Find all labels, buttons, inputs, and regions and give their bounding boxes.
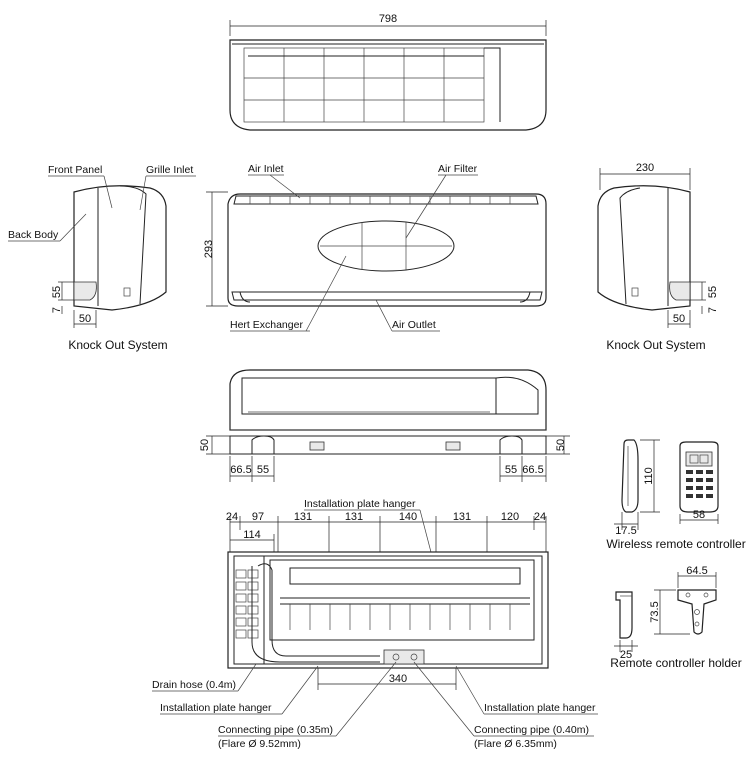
remote-height-dim: 110 (643, 467, 655, 485)
right-dim-50: 50 (673, 313, 685, 325)
label-grille-inlet: Grille Inlet (146, 164, 193, 176)
holder-height-dim: 73.5 (649, 601, 661, 622)
remote-caption: Wireless remote controller (606, 537, 745, 551)
rear-dim-340: 340 (389, 673, 407, 685)
rear-view: 24 97 131 131 140 131 120 24 114 Install… (152, 498, 598, 750)
right-side-view: 230 55 7 50 Knock Out System (597, 162, 719, 352)
label-air-inlet: Air Inlet (248, 163, 284, 175)
right-dim-55: 55 (707, 286, 719, 298)
right-caption: Knock Out System (606, 338, 705, 352)
label-hanger-left: Installation plate hanger (160, 702, 272, 714)
holder-width-dim: 64.5 (686, 565, 707, 577)
bottom-dim-55-right: 55 (505, 464, 517, 476)
label-pipe-left: Connecting pipe (0.35m) (218, 724, 333, 736)
rear-top-dim-chain: 24 97 131 131 140 131 120 24 114 (226, 511, 547, 552)
rear-dim-140: 140 (399, 511, 417, 523)
rear-dim-114: 114 (243, 529, 261, 541)
rear-dim-131-a: 131 (294, 511, 312, 523)
wireless-remote-view: 110 17.5 58 Wireless remote controller (606, 439, 746, 551)
label-pipe-right: Connecting pipe (0.40m) (474, 724, 589, 736)
holder-caption: Remote controller holder (610, 656, 741, 670)
label-heat-exchanger: Hert Exchanger (230, 319, 303, 331)
label-flare-right: (Flare Ø 6.35mm) (474, 738, 557, 750)
rear-dim-131-b: 131 (345, 511, 363, 523)
left-caption: Knock Out System (68, 338, 167, 352)
remote-width-dim: 58 (693, 509, 705, 521)
label-drain-hose: Drain hose (0.4m) (152, 679, 236, 691)
bottom-dim-left-50: 50 (199, 439, 211, 451)
remote-buttons (686, 470, 713, 498)
left-dim-55: 55 (51, 286, 63, 298)
left-dim-50: 50 (79, 313, 91, 325)
right-dim-7: 7 (707, 307, 719, 313)
label-air-filter: Air Filter (438, 163, 478, 175)
rear-fin-lines (289, 604, 511, 630)
right-depth-dim: 230 (636, 162, 654, 174)
label-hanger-right: Installation plate hanger (484, 702, 596, 714)
left-side-view: 55 7 50 Front Panel Grille Inlet Back Bo… (8, 164, 196, 352)
label-air-outlet: Air Outlet (392, 319, 436, 331)
label-flare-left: (Flare Ø 9.52mm) (218, 738, 301, 750)
bottom-dim-right-50: 50 (555, 439, 567, 451)
rear-vent-grid (235, 569, 259, 639)
label-hanger-top: Installation plate hanger (304, 498, 416, 510)
remote-depth-dim: 17.5 (615, 525, 636, 537)
rear-dim-131-c: 131 (453, 511, 471, 523)
rear-dim-24-left: 24 (226, 511, 238, 523)
bottom-dim-66-5-left: 66.5 (230, 464, 251, 476)
label-back-body: Back Body (8, 229, 59, 241)
rear-dim-97: 97 (252, 511, 264, 523)
inlet-grille (249, 196, 511, 204)
front-view: 293 Air Inlet Air Filter Hert Exchanger … (203, 163, 547, 332)
rear-dim-120: 120 (501, 511, 519, 523)
bottom-dim-55-left: 55 (257, 464, 269, 476)
bottom-dim-66-5-right: 66.5 (522, 464, 543, 476)
label-front-panel: Front Panel (48, 164, 102, 176)
rear-dim-24-right: 24 (534, 511, 546, 523)
holder-depth-dim: 25 (620, 649, 632, 661)
top-view: 798 (229, 13, 547, 131)
front-height-dim: 293 (203, 240, 215, 258)
left-dim-7: 7 (51, 307, 63, 313)
bottom-view: 50 50 66.5 55 55 66.5 (199, 369, 570, 482)
remote-holder-view: 25 64.5 73.5 Remote controller holder (610, 565, 741, 670)
top-width-dim: 798 (379, 13, 397, 25)
